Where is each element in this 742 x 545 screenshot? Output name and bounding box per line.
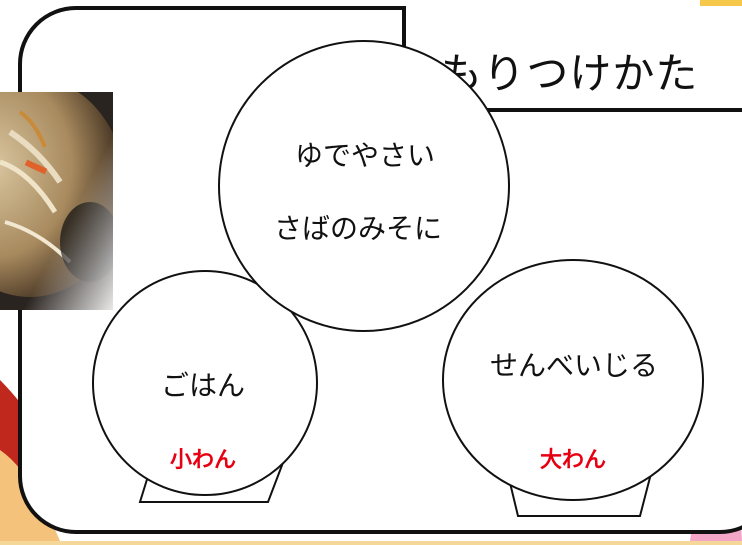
soup-bowl-circle [442,259,704,501]
okazu-line1: ゆでやさい [295,139,436,172]
rice-label: ごはん [161,369,246,402]
soup-pot-image [0,92,113,310]
page-title: もりつけかた [440,49,699,98]
okazu-plate-circle [218,40,510,332]
okazu-line2: さばのみそに [274,212,443,245]
rice-bowl-circle [92,270,318,496]
soup-bowl [442,259,704,517]
soup-bowl-size: 大わん [540,448,607,473]
soup-label: せんべいじる [490,349,659,382]
rice-bowl-size: 小わん [170,448,237,473]
soup-photo [0,92,113,310]
rice-bowl [92,270,318,503]
